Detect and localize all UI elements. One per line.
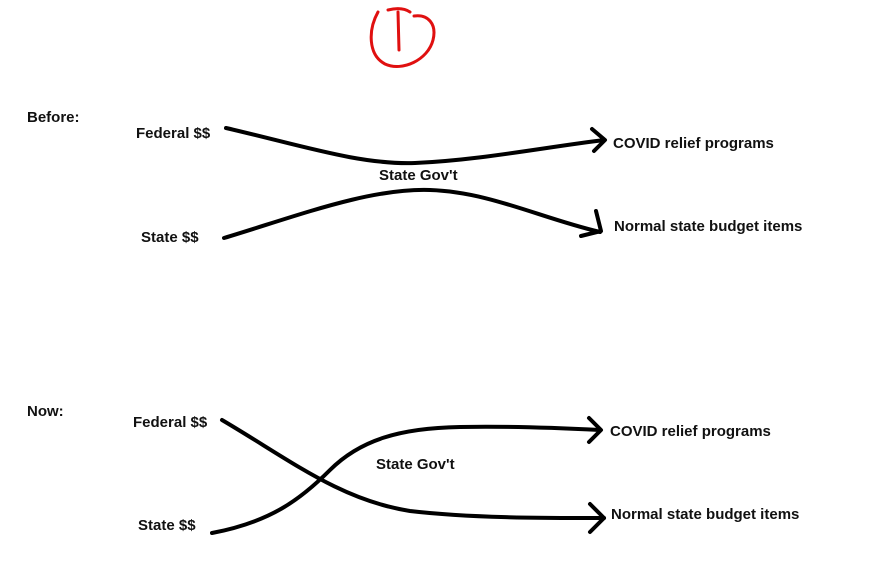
now-state-label: State $$ — [138, 517, 196, 534]
before-normal-label: Normal state budget items — [614, 218, 803, 235]
now-heading: Now: — [27, 403, 64, 420]
before-covid-label: COVID relief programs — [613, 135, 774, 152]
now-federal-to-normal-arrow — [220, 418, 606, 534]
before-federal-label: Federal $$ — [136, 125, 211, 142]
before-heading: Before: — [27, 109, 80, 126]
now-covid-label: COVID relief programs — [610, 423, 771, 440]
now-state-gov-label: State Gov't — [376, 456, 455, 473]
before-state-gov-label: State Gov't — [379, 167, 458, 184]
now-state-to-covid-arrow — [210, 416, 603, 535]
page-marker-circle — [369, 7, 436, 68]
before-state-to-normal-arrow — [222, 187, 603, 240]
before-federal-to-covid-arrow — [224, 126, 607, 166]
now-normal-label: Normal state budget items — [611, 506, 800, 523]
now-federal-label: Federal $$ — [133, 414, 208, 431]
before-state-label: State $$ — [141, 229, 199, 246]
